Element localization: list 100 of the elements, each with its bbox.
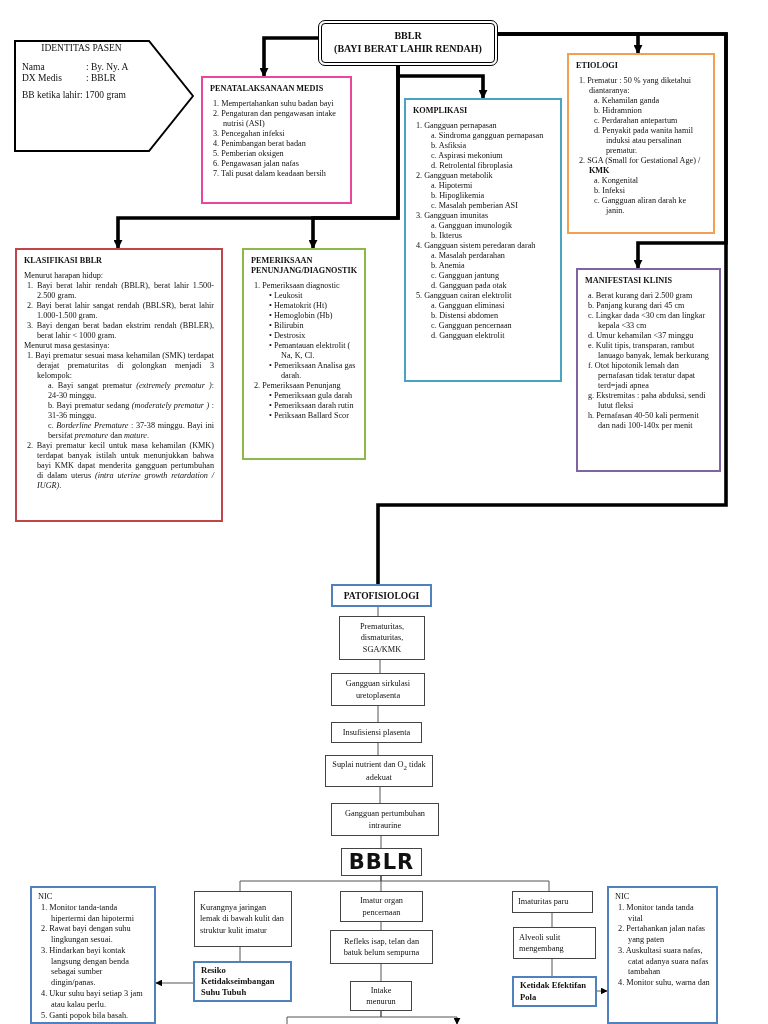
box-text: Imatur organ pencernaan [359,895,404,918]
list-item: a. Berat kurang dari 2.500 gram [587,291,694,301]
list-item: 1. Prematur : 50 % yang diketahui diantaranya: [578,76,693,96]
list-item: 1. Monitor tanda tanda vital [617,902,695,925]
list-item: a. Bayi sangat prematur (extremely prematur ): 24-30 minggu. [47,381,214,401]
list-item: a. Masalah perdarahan [430,251,506,261]
panel-heading: MANIFESTASI KLINIS [585,276,673,286]
patient-identity-pentagon [14,40,194,152]
info-panel [567,53,715,234]
panel-heading: IDENTITAS PASEN [40,43,123,53]
box-text: Gangguan pertumbuhan intraurine [344,808,426,831]
connector-line [379,659,381,674]
panel-heading: KOMPLIKASI [413,106,469,116]
intervention-panel [607,886,718,1024]
list-item: 2. Pengaturan dan pengawasan intake nutrisi (ASI) [212,109,337,129]
info-panel [404,98,562,382]
arrow [596,987,608,995]
field-value: : By. Ny. A [86,62,129,72]
process-box [325,755,433,787]
arrow [259,36,318,77]
list-item: a. Sindroma gangguan pernapasan [430,131,545,141]
connector-line [286,1010,382,1024]
list-item: 2. Pemeriksaan Penunjang [253,381,342,391]
box-text: Gangguan sirkulasi uretoplasenta [344,678,412,701]
list-item: 1. Monitor tanda-tanda hipertermi dan hipotermi [40,902,135,925]
list-item: 2. Pertahankan jalan nafas yang paten [617,924,707,946]
box-text: PATOFISIOLOGI [343,590,420,601]
list-item: c. Gangguan aliran darah ke janin. [593,196,688,216]
list-item: 4. Penimbangan berat badan [212,139,307,149]
connector-line [239,946,241,962]
nursing-diagnosis-box [512,976,597,1007]
list-item: d. Retrolental fibroplasia [430,161,514,171]
panel-heading: KLASIFIKASI BBLR [24,256,104,266]
info-panel [576,268,721,472]
list-item: 4. Monitor suhu, warna dan [617,978,710,990]
list-item: c. Masalah pemberian ASI [430,201,519,211]
list-item: 4. Gangguan sistem peredaran darah [415,241,537,251]
connector-line [377,705,379,723]
panel-heading: NIC [38,892,54,903]
list-item: b. Infeksi [593,186,626,196]
field-label: DX Medis [22,73,62,83]
box-text: Alveoli sulit mengembang [519,931,565,955]
info-panel [15,248,223,522]
connector-line [380,835,382,849]
list-item: b. Bayi prematur sedang (moderately prematur ) : 31-36 minggu. [47,401,214,421]
process-box [331,673,425,706]
list-item: 5. Gangguan cairan elektrolit [415,291,513,301]
list-item: a. Kehamilan ganda [593,96,661,106]
list-item: • Periksaan Ballard Scor [268,411,350,421]
process-box [331,722,422,743]
list-item: 3. Gangguan imunitas [415,211,490,221]
box-text: Imaturitas paru [518,896,569,908]
box-text: Kurangnya jaringan lemak di bawah kulit dan struktur kulit imatur [200,902,285,936]
process-box [339,616,425,660]
intervention-panel [30,886,156,1024]
connector-line [377,606,379,617]
section-heading-box [331,584,432,607]
list-item: 1. Pemeriksaan diagnostic [253,281,341,291]
process-box [340,891,423,922]
box-text: Prematuritas, dismaturitas, SGA/KMK [359,621,405,655]
connector-line [376,32,728,584]
list-item: • Pemantauan elektrolit ( Na, K, Cl. [268,341,352,361]
list-item: c. Gangguan jantung [430,271,500,281]
box-text: Refleks isap, telan dan batuk belum sempurna [342,935,421,959]
list-item: 2. Rawat bayi dengan suhu lingkungan sesuai. [40,924,132,946]
diagnosis-label: BBLR [348,850,415,874]
list-item: 6. Pengawasan jalan nafas [212,159,300,169]
process-box [331,803,439,836]
connector-line [380,875,550,892]
list-item: c. Gangguan pencernaan [430,321,513,331]
list-item: a. Gangguan imunologik [430,221,514,231]
box-text: Insufisiensi plasenta [342,726,411,739]
list-item: • Hemoglobin (Hb) [268,311,334,321]
info-panel [201,76,352,204]
list-item: 3. Pencegahan infeksi [212,129,286,139]
box-text: Ketidak Efektifan Pola [520,980,588,1003]
list-item: b. Ikterus [430,231,463,241]
list-item: b. Anemia [430,261,466,271]
nursing-diagnosis-box [193,961,292,1002]
panel-heading: PEMERIKSAAN PENUNJANG/DIAGNOSTIK [251,256,357,276]
list-item: • Hematokrit (Ht) [268,301,328,311]
list-item: 7. Tali pusat dalam keadaan bersih [212,169,327,179]
list-item: a. Kongenital [593,176,640,186]
list-item: 4. Ukur suhu bayi setiap 3 jam atau kalau perlu. [40,989,144,1011]
title-box [318,20,498,66]
list-item: 1. Bayi berat lahir rendah (BBLR), berat lahir 1.500-2.500 gram. [26,281,214,301]
list-item: 3. Hindarkan bayi kontak langsung dengan benda sebagai sumber dingin/panas. [40,945,130,990]
box-text: Resiko Ketidakseimbangan Suhu Tubuh [201,964,276,999]
list-item: 3. Bayi dengan berat badan ekstrim rendah (BBLER), berat lahir < 1000 gram. [26,321,214,341]
list-item: c. Borderline Premature : 37-38 minggu. Bayi ini bersifat premature dan mature. [47,421,214,441]
list-item: c. Aspirasi mekonium [430,151,504,161]
panel-heading: ETIOLOGI [576,61,619,71]
list-item: b. Panjang kurang dari 45 cm [587,301,686,311]
connector-line [379,786,381,804]
paragraph-text: Menurut masa gestasinya: [24,341,111,351]
arrow [155,979,194,987]
list-item: 5. Pemberian oksigen [212,149,285,159]
list-item: c. Perdarahan antepartum [593,116,679,126]
process-box [513,927,596,959]
panel-heading: NIC [615,892,631,903]
